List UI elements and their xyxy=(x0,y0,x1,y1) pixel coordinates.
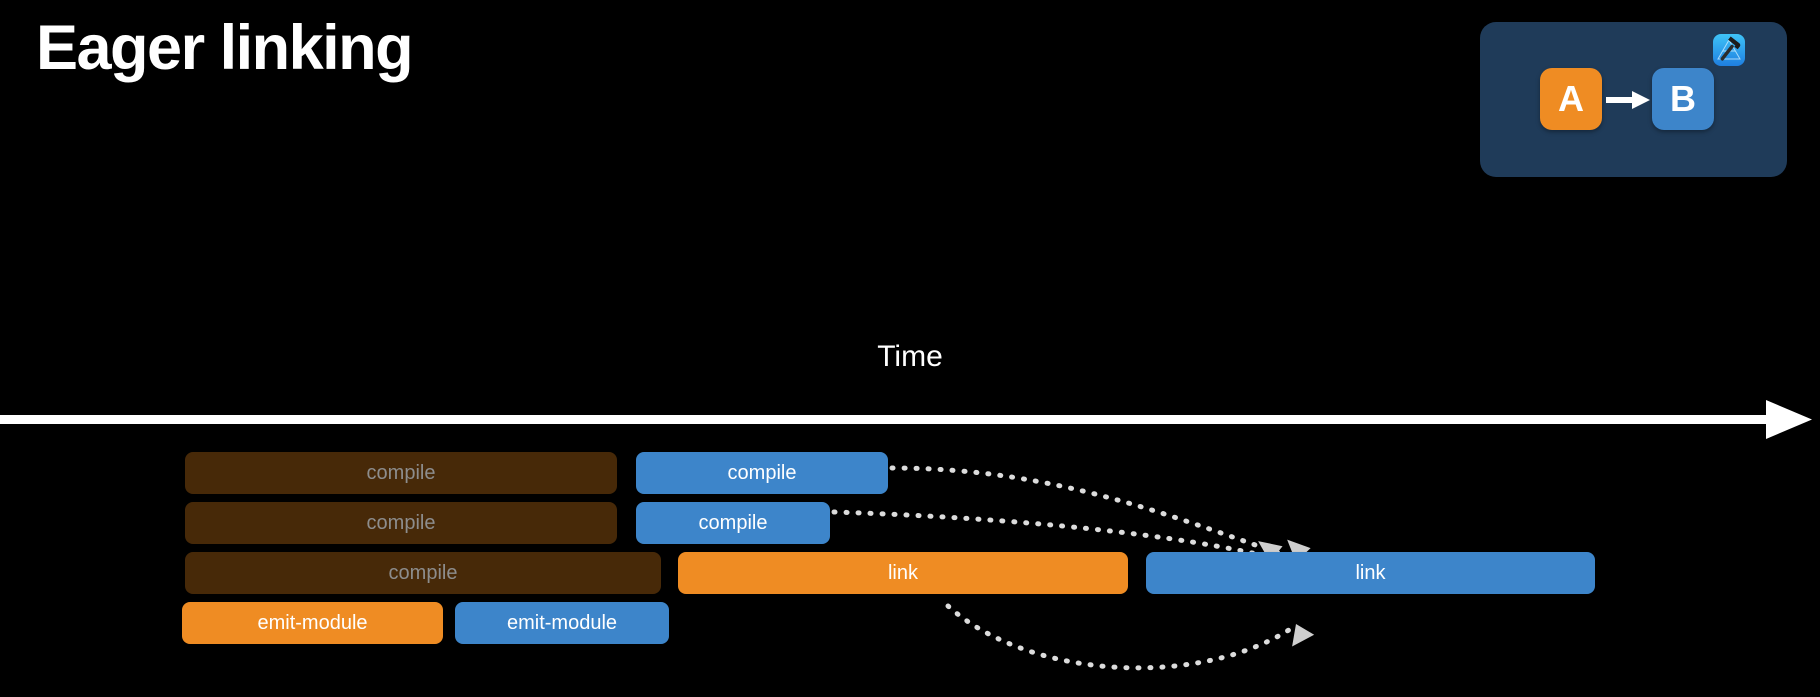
task-label: emit-module xyxy=(257,611,368,634)
task-label: compile xyxy=(698,511,768,534)
task-label: emit-module xyxy=(506,611,618,634)
arrow-right-icon xyxy=(1606,91,1650,109)
task-bar-emit-module-a[interactable]: emit-module xyxy=(182,602,443,644)
task-bar-compile-b-row1[interactable]: compile xyxy=(636,452,888,494)
task-label: link xyxy=(1355,561,1386,584)
time-axis-arrow xyxy=(0,400,1812,439)
task-bar-emit-module-b[interactable]: emit-module xyxy=(455,602,669,644)
task-bar-compile-a-row3[interactable]: compile xyxy=(185,552,661,594)
module-node-b: B xyxy=(1652,68,1714,130)
task-label: compile xyxy=(388,561,458,584)
task-bar-compile-b-row2[interactable]: compile xyxy=(636,502,830,544)
module-dependency-panel: A B xyxy=(1480,22,1787,177)
xcode-icon xyxy=(1713,34,1745,66)
task-label: compile xyxy=(727,461,797,484)
task-bar-link-a[interactable]: link xyxy=(678,552,1128,594)
task-bar-compile-a-row1[interactable]: compile xyxy=(185,452,617,494)
module-node-a: A xyxy=(1540,68,1602,130)
task-bar-compile-a-row2[interactable]: compile xyxy=(185,502,617,544)
task-label: compile xyxy=(366,511,436,534)
time-axis-label: Time xyxy=(877,340,943,373)
task-bar-link-b[interactable]: link xyxy=(1146,552,1595,594)
page-title: Eager linking xyxy=(36,13,414,83)
task-label: compile xyxy=(366,461,436,484)
task-label: link xyxy=(887,561,918,584)
